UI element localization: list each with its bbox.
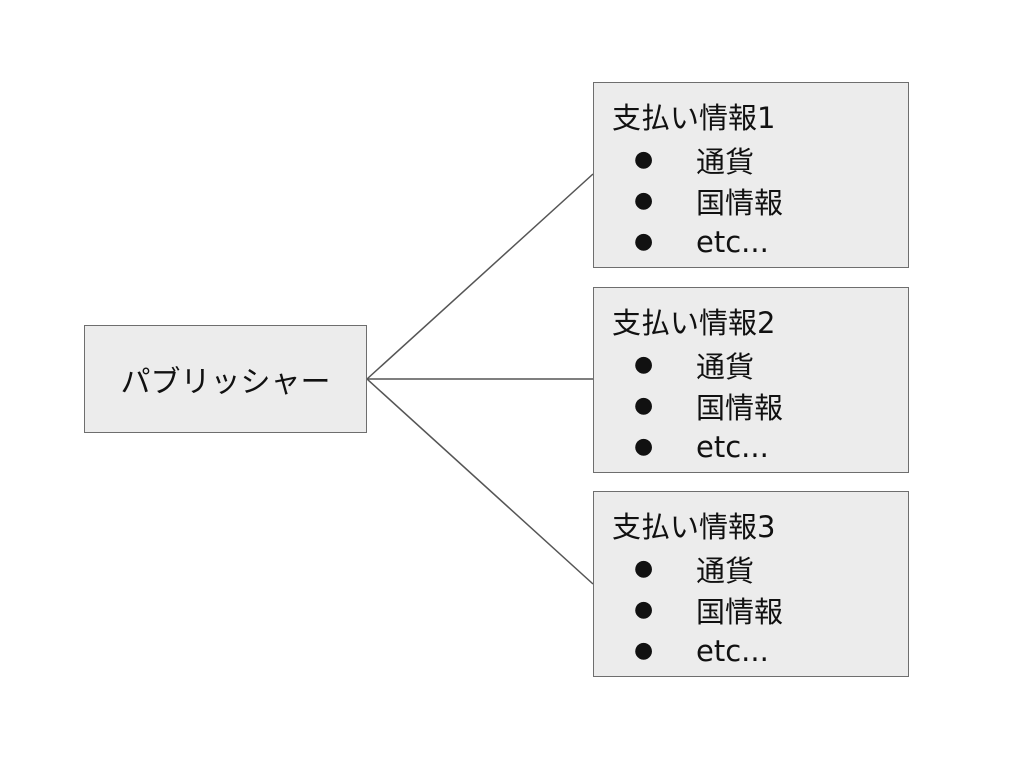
payment-info-item: ● etc... [612, 630, 908, 671]
payment-info-item: ● etc... [612, 221, 908, 262]
bullet-icon: ● [634, 393, 654, 418]
bullet-icon: ● [634, 188, 654, 213]
payment-info-item-text: 通貨 [696, 553, 755, 588]
payment-info-item-text: 国情報 [696, 185, 784, 220]
bullet-icon: ● [634, 147, 654, 172]
bullet-icon: ● [634, 434, 654, 459]
connector-to-payment-info-1 [366, 173, 594, 380]
connector-to-payment-info-3 [366, 378, 594, 585]
payment-info-item: ● 通貨 [612, 548, 908, 589]
payment-info-item: ● 国情報 [612, 385, 908, 426]
payment-info-item-text: etc... [696, 429, 769, 464]
payment-info-list: ● 通貨 ● 国情報 ● etc... [612, 344, 908, 467]
payment-info-list: ● 通貨 ● 国情報 ● etc... [612, 139, 908, 262]
payment-info-title: 支払い情報1 [612, 101, 776, 135]
publisher-label: パブリッシャー [120, 365, 331, 400]
payment-info-item: ● 国情報 [612, 589, 908, 630]
payment-info-node-3: 支払い情報3 ● 通貨 ● 国情報 ● etc... [593, 491, 909, 677]
payment-info-item-text: etc... [696, 224, 769, 259]
payment-info-item-text: 国情報 [696, 390, 784, 425]
bullet-icon: ● [634, 597, 654, 622]
payment-info-node-1: 支払い情報1 ● 通貨 ● 国情報 ● etc... [593, 82, 909, 268]
payment-info-item: ● 通貨 [612, 139, 908, 180]
payment-info-item: ● 国情報 [612, 180, 908, 221]
payment-info-item-text: etc... [696, 633, 769, 668]
bullet-icon: ● [634, 352, 654, 377]
payment-info-item: ● etc... [612, 426, 908, 467]
payment-info-node-2: 支払い情報2 ● 通貨 ● 国情報 ● etc... [593, 287, 909, 473]
payment-info-title: 支払い情報2 [612, 306, 776, 340]
payment-info-item-text: 通貨 [696, 349, 755, 384]
bullet-icon: ● [634, 556, 654, 581]
payment-info-item-text: 通貨 [696, 144, 755, 179]
payment-info-item: ● 通貨 [612, 344, 908, 385]
publisher-node: パブリッシャー [84, 325, 367, 433]
payment-info-item-text: 国情報 [696, 594, 784, 629]
payment-info-title: 支払い情報3 [612, 510, 776, 544]
payment-info-list: ● 通貨 ● 国情報 ● etc... [612, 548, 908, 671]
bullet-icon: ● [634, 638, 654, 663]
bullet-icon: ● [634, 229, 654, 254]
